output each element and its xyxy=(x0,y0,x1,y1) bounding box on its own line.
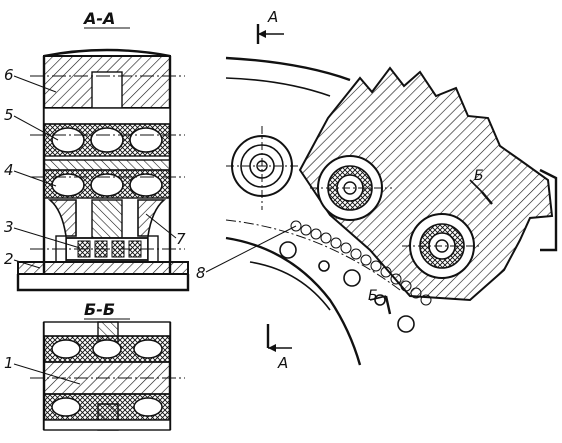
bb-bottom-plate xyxy=(43,419,171,431)
chain-links-5 xyxy=(51,127,163,153)
callout-2: 2 xyxy=(4,250,14,268)
pitch-circle xyxy=(225,219,401,291)
main-view: А А Б Б xyxy=(225,8,558,372)
rim-slot xyxy=(91,71,123,109)
callout-1: 1 xyxy=(4,354,14,372)
cut-mark-a-top: А xyxy=(267,8,278,26)
base-bottom xyxy=(16,274,190,292)
leader-4 xyxy=(13,170,57,187)
cut-line-b-top xyxy=(469,179,493,205)
outer-ring-right xyxy=(539,168,558,252)
hub-left-web xyxy=(47,199,77,237)
leader-5 xyxy=(13,115,59,141)
rim-top-edge xyxy=(43,48,171,58)
cut-line-a-bottom xyxy=(266,324,292,352)
ball-chain-8 xyxy=(290,220,432,306)
leader-6 xyxy=(13,75,57,93)
cut-line-a-top xyxy=(256,24,284,44)
section-bb-title: Б-Б xyxy=(84,300,115,319)
section-bb: Б-Б xyxy=(30,300,185,431)
cut-line-b-bottom xyxy=(369,295,392,315)
leader-8 xyxy=(205,225,297,273)
leader-7 xyxy=(145,213,177,239)
callouts: 6 5 4 3 2 7 1 8 xyxy=(4,66,297,385)
section-aa-title: А-А xyxy=(82,9,115,28)
cut-mark-a-bottom: А xyxy=(277,354,288,372)
roller-centerlines xyxy=(226,126,482,247)
bb-upper-links xyxy=(51,339,163,359)
callout-4: 4 xyxy=(4,161,14,179)
cut-mark-b-top: Б xyxy=(474,168,484,184)
chain-links-4 xyxy=(51,173,163,197)
inner-ring-arc-2 xyxy=(249,261,331,311)
cut-mark-b-bottom: Б xyxy=(368,288,378,304)
outer-ring-top xyxy=(225,56,351,82)
callout-7: 7 xyxy=(176,230,186,248)
part-2-base xyxy=(17,261,189,275)
inner-ring-arc xyxy=(225,236,362,366)
gear-segment-hatched xyxy=(298,66,554,302)
leader-3 xyxy=(13,227,81,249)
callout-6: 6 xyxy=(4,66,14,84)
bb-lower-links xyxy=(51,397,163,417)
part-4-plate xyxy=(43,159,171,171)
callout-5: 5 xyxy=(4,106,14,124)
leader-2 xyxy=(13,259,41,269)
callout-3: 3 xyxy=(4,218,14,236)
hub-core xyxy=(91,199,123,239)
bolt-holes xyxy=(279,241,415,333)
outer-ring-inner xyxy=(225,77,331,97)
callout-8: 8 xyxy=(196,264,206,282)
race-5-upper xyxy=(43,107,171,125)
section-aa: А-А xyxy=(16,9,190,292)
leader-1 xyxy=(13,363,81,385)
